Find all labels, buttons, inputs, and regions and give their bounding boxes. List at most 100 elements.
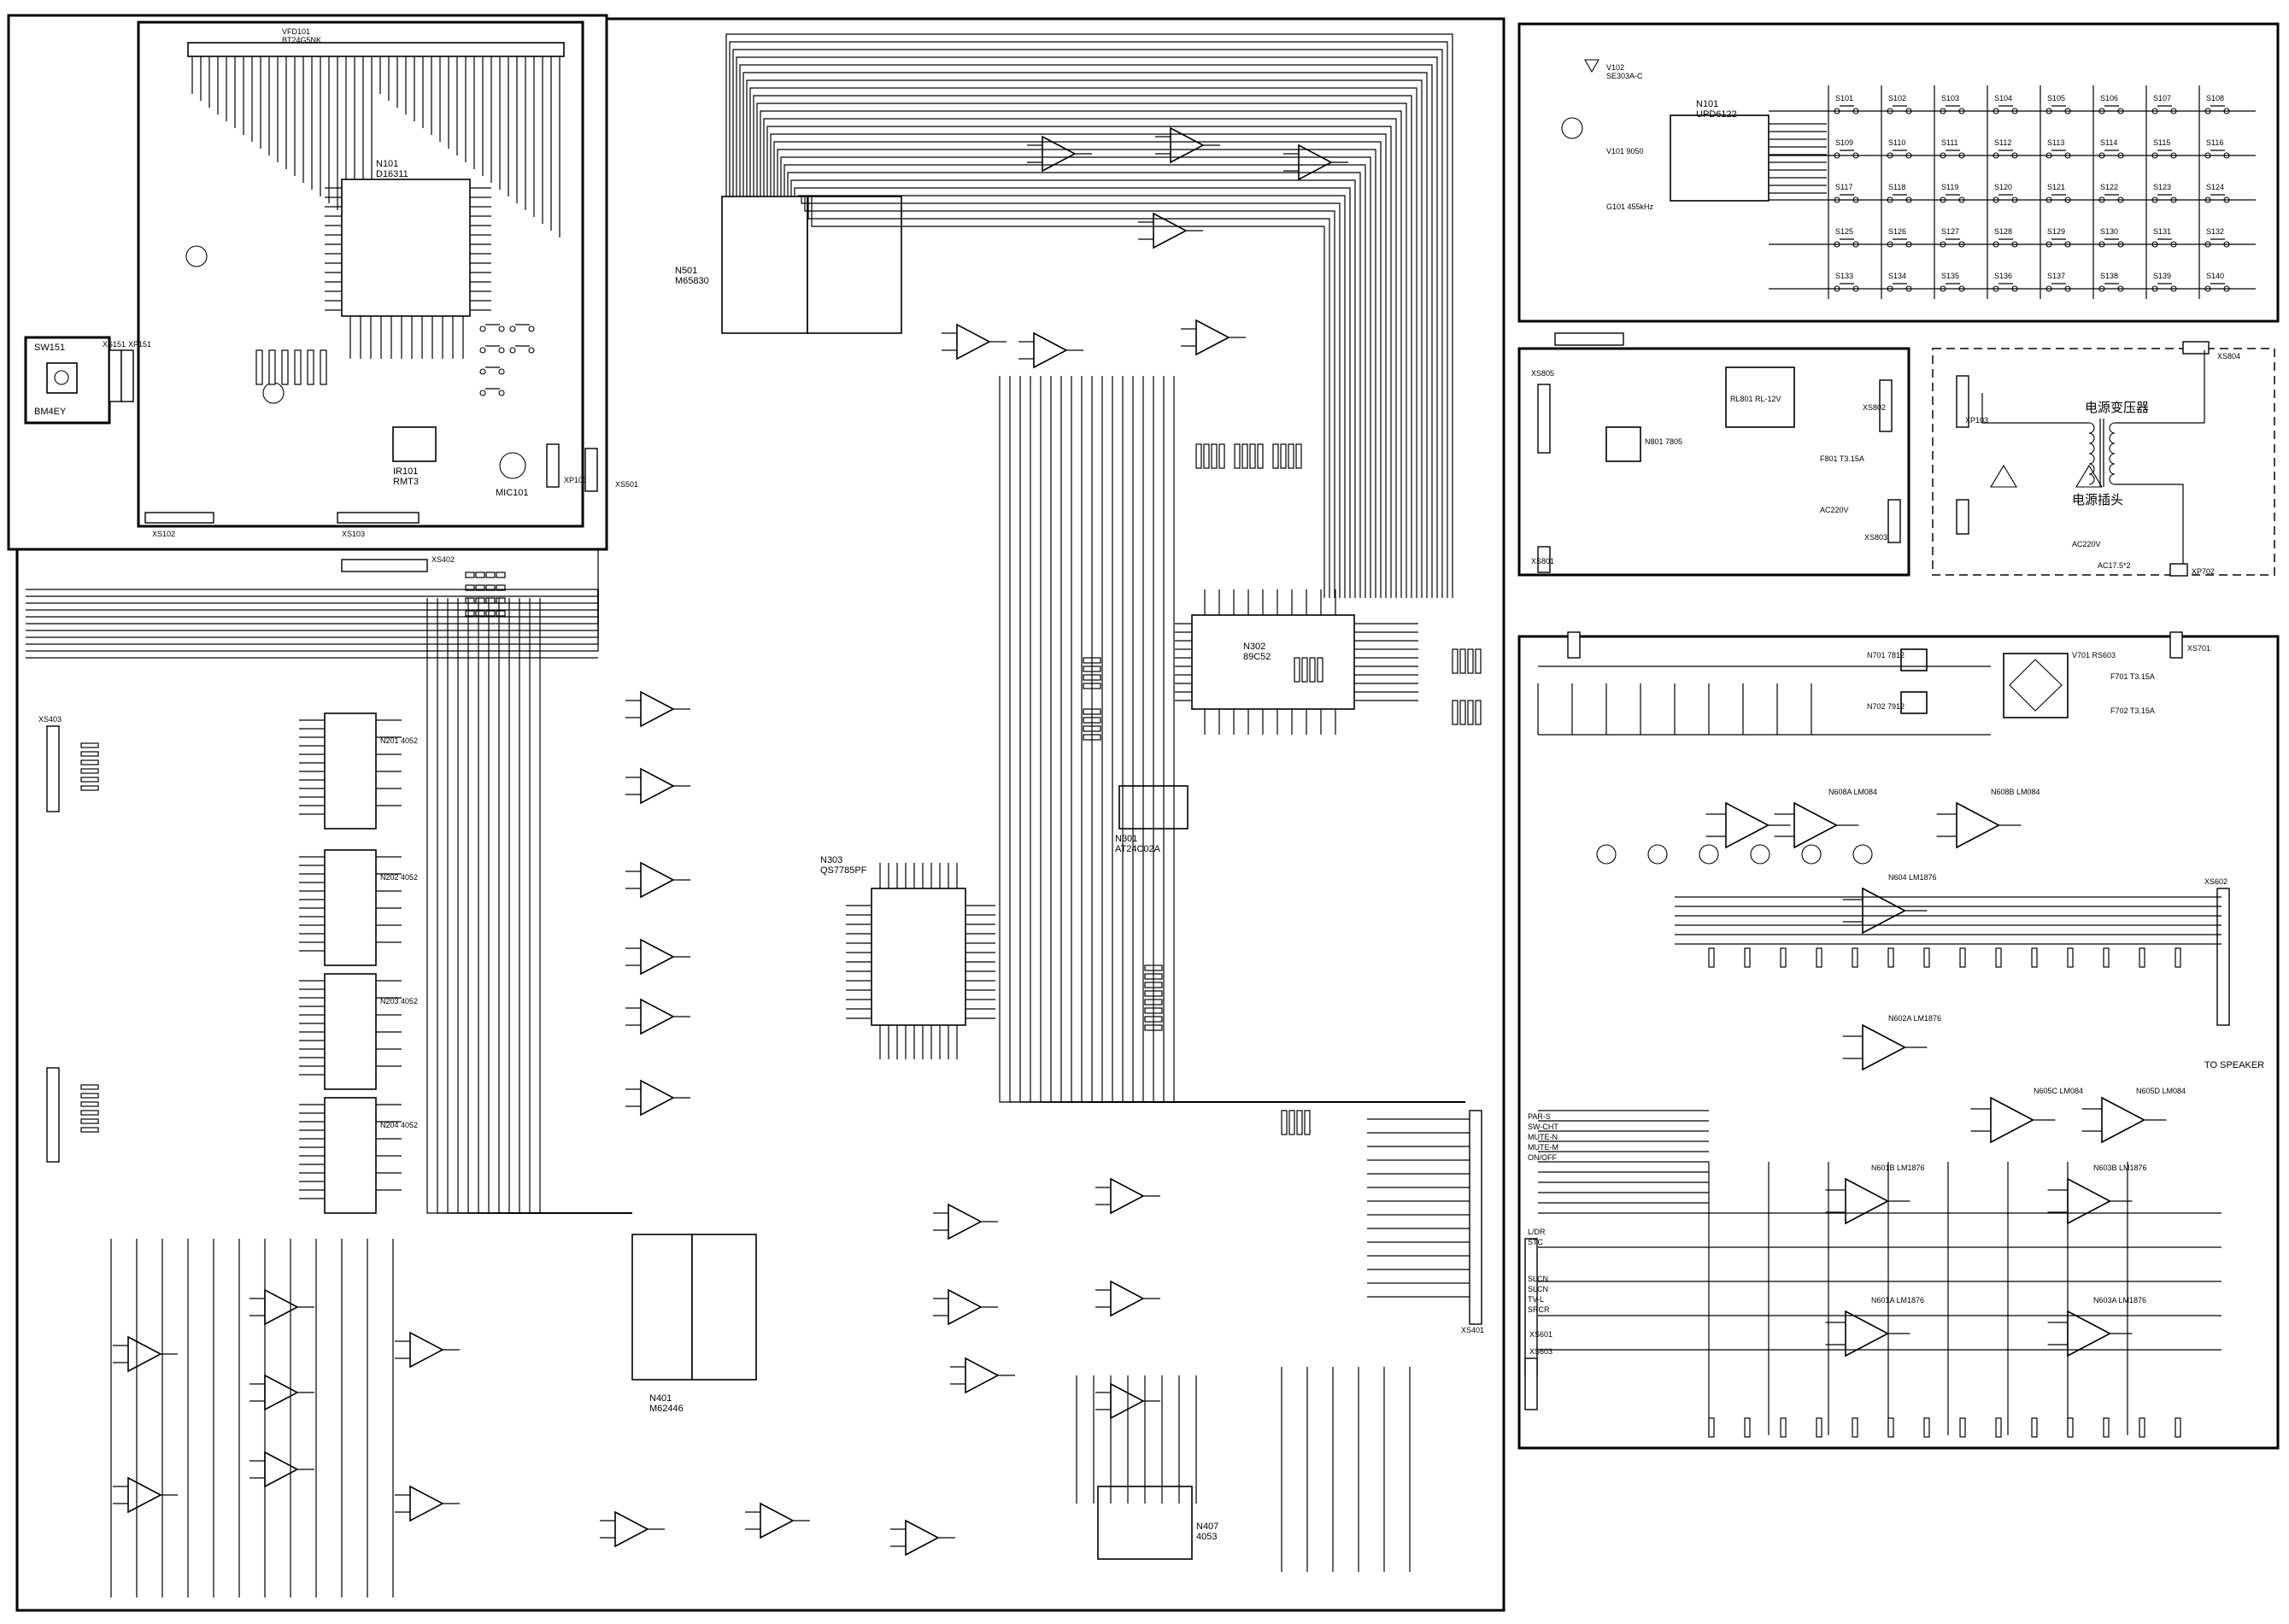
switch-contact-icon — [479, 390, 486, 396]
fuse-f702: F702 T3.15A — [2110, 706, 2155, 715]
resistor-array-icon — [1294, 657, 1300, 683]
bus-wire — [784, 164, 1366, 598]
amp-op-amp-icon — [1725, 801, 1770, 849]
bus-label-8: SLCN — [1528, 1285, 1548, 1293]
bridge-label: V701 RS603 — [2072, 651, 2116, 660]
xs103-connector — [337, 512, 420, 524]
n301-label: N301 — [1115, 834, 1137, 844]
n301-part: AT24C02A — [1115, 844, 1161, 854]
amp-label-1: N602A LM1876 — [1888, 1014, 1941, 1023]
xs802-connector — [1879, 379, 1893, 432]
key-switch-label: S124 — [2206, 183, 2224, 191]
resistor-icon — [2175, 947, 2181, 968]
bus-labels: PAR-S SW-CHT MUTE-N MUTE-M ON/OFF L/DR S… — [1528, 1112, 1558, 1314]
xp702-label: XP702 — [2192, 567, 2215, 576]
coil-winding-icon — [2088, 422, 2095, 434]
bus-wire — [26, 589, 599, 652]
amp-op-amp-icon — [1862, 1023, 1907, 1071]
transistor-icon — [1699, 844, 1719, 865]
mux-n201-label: N201 4052 — [380, 736, 418, 745]
op-amp-icon — [264, 1374, 299, 1411]
relay-label: RL801 RL-12V — [1730, 395, 1781, 403]
coil-winding-icon — [2109, 453, 2116, 465]
front-panel-buttons — [255, 324, 535, 396]
bus-wire — [1081, 376, 1465, 1103]
key-switch-label: S102 — [1888, 94, 1906, 103]
bus-label-3: MUTE-M — [1528, 1143, 1558, 1152]
resistor-array-icon — [1257, 443, 1264, 469]
resistor-icon — [2139, 1417, 2145, 1438]
switch-contact-icon — [528, 347, 535, 354]
coil-winding-icon — [2109, 432, 2116, 444]
xs102-connector — [144, 512, 214, 524]
key-switch-label: S132 — [2206, 227, 2224, 236]
resistor-icon — [2067, 947, 2074, 968]
kb-crystal: G101 455kHz — [1606, 202, 1654, 211]
op-amp-icon — [948, 1203, 983, 1240]
fuse-label: F801 T3.15A — [1820, 454, 1864, 463]
resistor-icon — [1959, 1417, 1966, 1438]
resistor-icon — [255, 349, 263, 385]
xs151-label: XS151 — [103, 340, 126, 349]
resistor-icon — [281, 349, 289, 385]
xs804-top — [1554, 332, 1624, 346]
resistor-array-icon — [1301, 657, 1308, 683]
xs401-label: XS401 — [1461, 1326, 1484, 1334]
resistor-icon — [80, 1118, 99, 1124]
resistor-icon — [1816, 947, 1822, 968]
key-switch-label: S113 — [2047, 138, 2064, 147]
warning-icon — [2075, 464, 2103, 488]
xs501-connector — [584, 448, 598, 492]
bus-label-0: PAR-S — [1528, 1112, 1551, 1121]
bus-label-5: L/DR — [1528, 1228, 1546, 1236]
bus-wire — [437, 598, 632, 1214]
resistor-array-icon — [1195, 443, 1202, 469]
key-switch-label: S133 — [1835, 272, 1853, 280]
xp702-connector — [2169, 563, 2188, 577]
resistor-icon — [2067, 1417, 2074, 1438]
bus-wire — [1112, 376, 1465, 1103]
key-switch-label: S123 — [2153, 183, 2171, 191]
bus-wire — [797, 195, 1346, 598]
switch-contact-icon — [498, 347, 505, 354]
op-amp-icon — [1170, 126, 1205, 164]
resistor-array-icon — [475, 597, 485, 604]
resistor-icon — [2031, 947, 2038, 968]
bus-wire — [539, 598, 632, 1214]
n401-volume — [631, 1234, 693, 1381]
op-amp-icon — [760, 1502, 795, 1539]
resistor-icon — [1852, 1417, 1858, 1438]
key-switch-label: S111 — [1941, 138, 1958, 147]
op-amp-icon — [1298, 144, 1333, 181]
block-amplifier — [1517, 635, 2280, 1450]
resistor-icon — [80, 759, 99, 765]
resistor-icon — [1780, 1417, 1787, 1438]
op-amp-icon — [409, 1331, 444, 1369]
key-switch-label: S108 — [2206, 94, 2224, 103]
xs403-label: XS403 — [38, 715, 62, 724]
transistor-icon — [1596, 844, 1617, 865]
coil-winding-icon — [2088, 432, 2095, 444]
resistor-array-icon — [1295, 443, 1302, 469]
kb-ic-part: UPD6122 — [1696, 109, 1737, 120]
key-switch-label: S112 — [1994, 138, 2011, 147]
resistor-icon — [1887, 1417, 1894, 1438]
n303-part: QS7785PF — [820, 865, 867, 876]
switch-contact-icon — [479, 325, 486, 332]
key-switch-label: S137 — [2047, 272, 2065, 280]
key-switch-label: S104 — [1994, 94, 2012, 103]
switch-contact-icon — [498, 368, 505, 375]
resistor-icon — [2031, 1417, 2038, 1438]
resistor-array-icon — [1272, 443, 1279, 469]
switch-contact-icon — [509, 325, 516, 332]
kb-led-part: SE303A-C — [1606, 72, 1643, 80]
reg-7912-label: N702 7912 — [1867, 702, 1905, 711]
resistor-array-icon — [496, 597, 506, 604]
resistor-icon — [1816, 1417, 1822, 1438]
xs804-label: XS804 — [2217, 352, 2240, 361]
resistor-array-icon — [1211, 443, 1218, 469]
xs103-label: XS103 — [342, 530, 365, 538]
mux-n202 — [324, 849, 377, 966]
xs403-connector — [46, 725, 60, 812]
